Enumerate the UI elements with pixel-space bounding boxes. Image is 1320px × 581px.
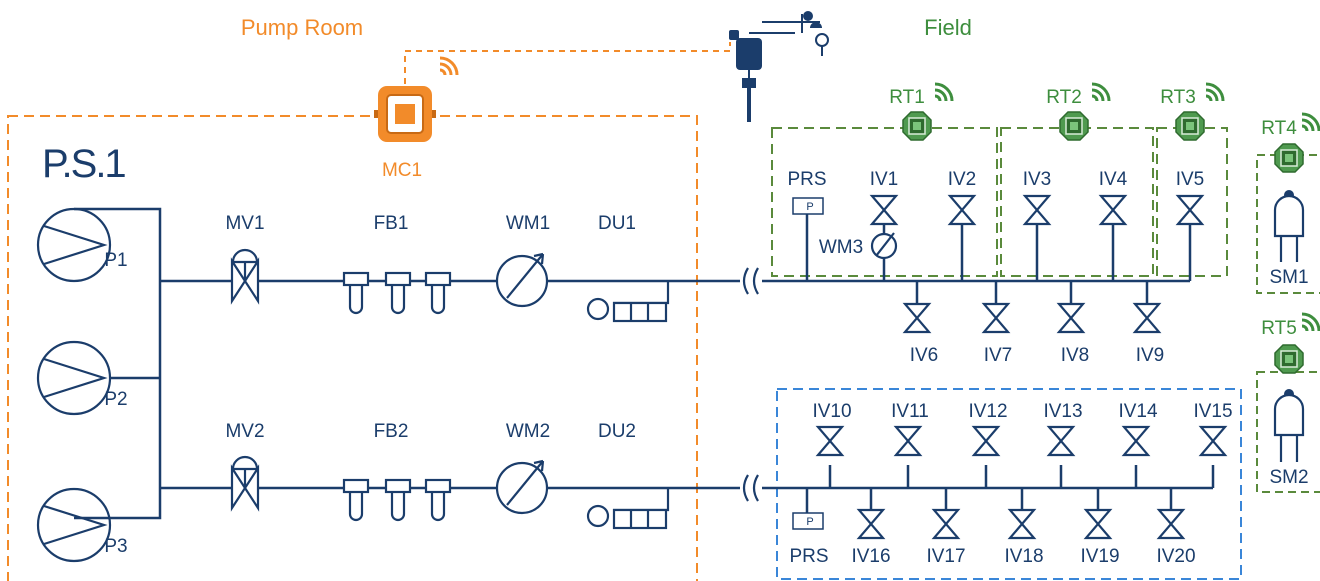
valve-label-iv19: IV19 bbox=[1080, 546, 1119, 567]
line1-dosing-unit bbox=[586, 281, 670, 323]
controller-label: MC1 bbox=[382, 160, 422, 181]
field2-top-valves bbox=[816, 425, 1227, 457]
valve-label-iv13: IV13 bbox=[1043, 401, 1082, 422]
rtu-rt3-icon bbox=[1175, 111, 1205, 141]
pump-p3 bbox=[36, 487, 112, 563]
valve-label-iv6: IV6 bbox=[910, 345, 939, 366]
valve-label-iv9: IV9 bbox=[1136, 345, 1165, 366]
pipe-break-2 bbox=[742, 474, 762, 502]
rtu-rt1-icon bbox=[902, 111, 932, 141]
valve-label-iv15: IV15 bbox=[1193, 401, 1232, 422]
rtu-label-rt1: RT1 bbox=[889, 87, 925, 108]
pump-p1 bbox=[36, 207, 112, 283]
line2-main-valve bbox=[230, 455, 260, 512]
field2-prs-gauge: P bbox=[792, 512, 824, 530]
valve-label-iv11: IV11 bbox=[891, 401, 929, 422]
valve-label-iv10: IV10 bbox=[812, 401, 851, 422]
controller-icon bbox=[374, 86, 436, 142]
line1-dosing-label: DU1 bbox=[598, 213, 636, 234]
controller-wireless-icon bbox=[439, 56, 459, 76]
pump-room-piping bbox=[74, 207, 740, 520]
rtu-rt3-wireless-icon bbox=[1204, 82, 1225, 103]
rtu-label-rt2: RT2 bbox=[1046, 87, 1082, 108]
line2-dosing-unit bbox=[586, 488, 670, 530]
field2-prs-label: PRS bbox=[789, 546, 828, 567]
rtu-label-rt5: RT5 bbox=[1261, 318, 1297, 339]
line1-filter-bank bbox=[342, 271, 452, 315]
line2-filter-bank bbox=[342, 478, 452, 522]
valve-label-iv5: IV5 bbox=[1176, 169, 1205, 190]
svg-text:P: P bbox=[806, 201, 813, 213]
pipe-break-1 bbox=[742, 267, 762, 295]
valve-label-iv20: IV20 bbox=[1156, 546, 1195, 567]
line1-valve-label: MV1 bbox=[225, 213, 264, 234]
line2-dosing-label: DU2 bbox=[598, 421, 636, 442]
pump-label-p1: P1 bbox=[104, 250, 127, 271]
pump-room-boundary bbox=[7, 115, 698, 581]
pump-p2 bbox=[36, 340, 112, 416]
line2-water-meter bbox=[495, 459, 549, 515]
rtu-label-rt3: RT3 bbox=[1160, 87, 1196, 108]
sensor-label-sm1: SM1 bbox=[1269, 267, 1308, 288]
field1-prs-label: PRS bbox=[787, 169, 826, 190]
rtu-rt5-wireless-icon bbox=[1300, 312, 1320, 333]
weather-station-icon bbox=[729, 11, 829, 122]
sensor-label-sm2: SM2 bbox=[1269, 467, 1308, 488]
field1-meter-label: WM3 bbox=[819, 237, 863, 258]
rtu-rt2-wireless-icon bbox=[1090, 82, 1111, 103]
field1-water-meter bbox=[870, 232, 898, 260]
soil-moisture-sensor-sm2 bbox=[1273, 389, 1305, 462]
line1-main-valve bbox=[230, 248, 260, 305]
line2-valve-label: MV2 bbox=[225, 421, 264, 442]
valve-label-iv4: IV4 bbox=[1099, 169, 1128, 190]
valve-label-iv8: IV8 bbox=[1061, 345, 1090, 366]
pump-label-p3: P3 bbox=[104, 536, 127, 557]
pump-room-title: Pump Room bbox=[241, 15, 363, 40]
valve-label-iv18: IV18 bbox=[1004, 546, 1043, 567]
line1-water-meter bbox=[495, 252, 549, 308]
rtu-rt1-wireless-icon bbox=[933, 82, 954, 103]
rtu-rt2-icon bbox=[1059, 111, 1089, 141]
field2-piping bbox=[762, 465, 1215, 513]
svg-text:P: P bbox=[806, 516, 813, 528]
field1-prs-gauge: P bbox=[792, 197, 824, 215]
valve-label-iv7: IV7 bbox=[984, 345, 1013, 366]
rtu-label-rt4: RT4 bbox=[1261, 118, 1297, 139]
rtu-rt4-wireless-icon bbox=[1300, 112, 1320, 133]
rtu-rt4-icon bbox=[1274, 143, 1304, 173]
field1-piping bbox=[762, 214, 1192, 306]
line2-filter-label: FB2 bbox=[374, 421, 409, 442]
valve-label-iv14: IV14 bbox=[1118, 401, 1158, 422]
sensor-group-rt5 bbox=[1256, 371, 1320, 493]
field-group-rt2 bbox=[1000, 127, 1154, 277]
pump-label-p2: P2 bbox=[104, 389, 127, 410]
soil-moisture-sensor-sm1 bbox=[1273, 190, 1305, 262]
field-group-blue bbox=[776, 388, 1242, 580]
valve-label-iv16: IV16 bbox=[851, 546, 890, 567]
line2-meter-label: WM2 bbox=[506, 421, 550, 442]
valve-label-iv12: IV12 bbox=[968, 401, 1007, 422]
line1-filter-label: FB1 bbox=[374, 213, 409, 234]
valve-label-iv2: IV2 bbox=[948, 169, 977, 190]
rtu-rt5-icon bbox=[1274, 344, 1304, 374]
controller-link-line bbox=[404, 42, 731, 84]
field-title: Field bbox=[924, 15, 972, 40]
valve-label-iv1: IV1 bbox=[870, 169, 899, 190]
field1-bottom-valves bbox=[903, 302, 1161, 334]
valve-label-iv17: IV17 bbox=[926, 546, 965, 567]
valve-label-iv3: IV3 bbox=[1023, 169, 1052, 190]
line1-meter-label: WM1 bbox=[506, 213, 550, 234]
field2-bottom-valves bbox=[857, 508, 1185, 540]
station-title: P.S.1 bbox=[42, 142, 125, 186]
